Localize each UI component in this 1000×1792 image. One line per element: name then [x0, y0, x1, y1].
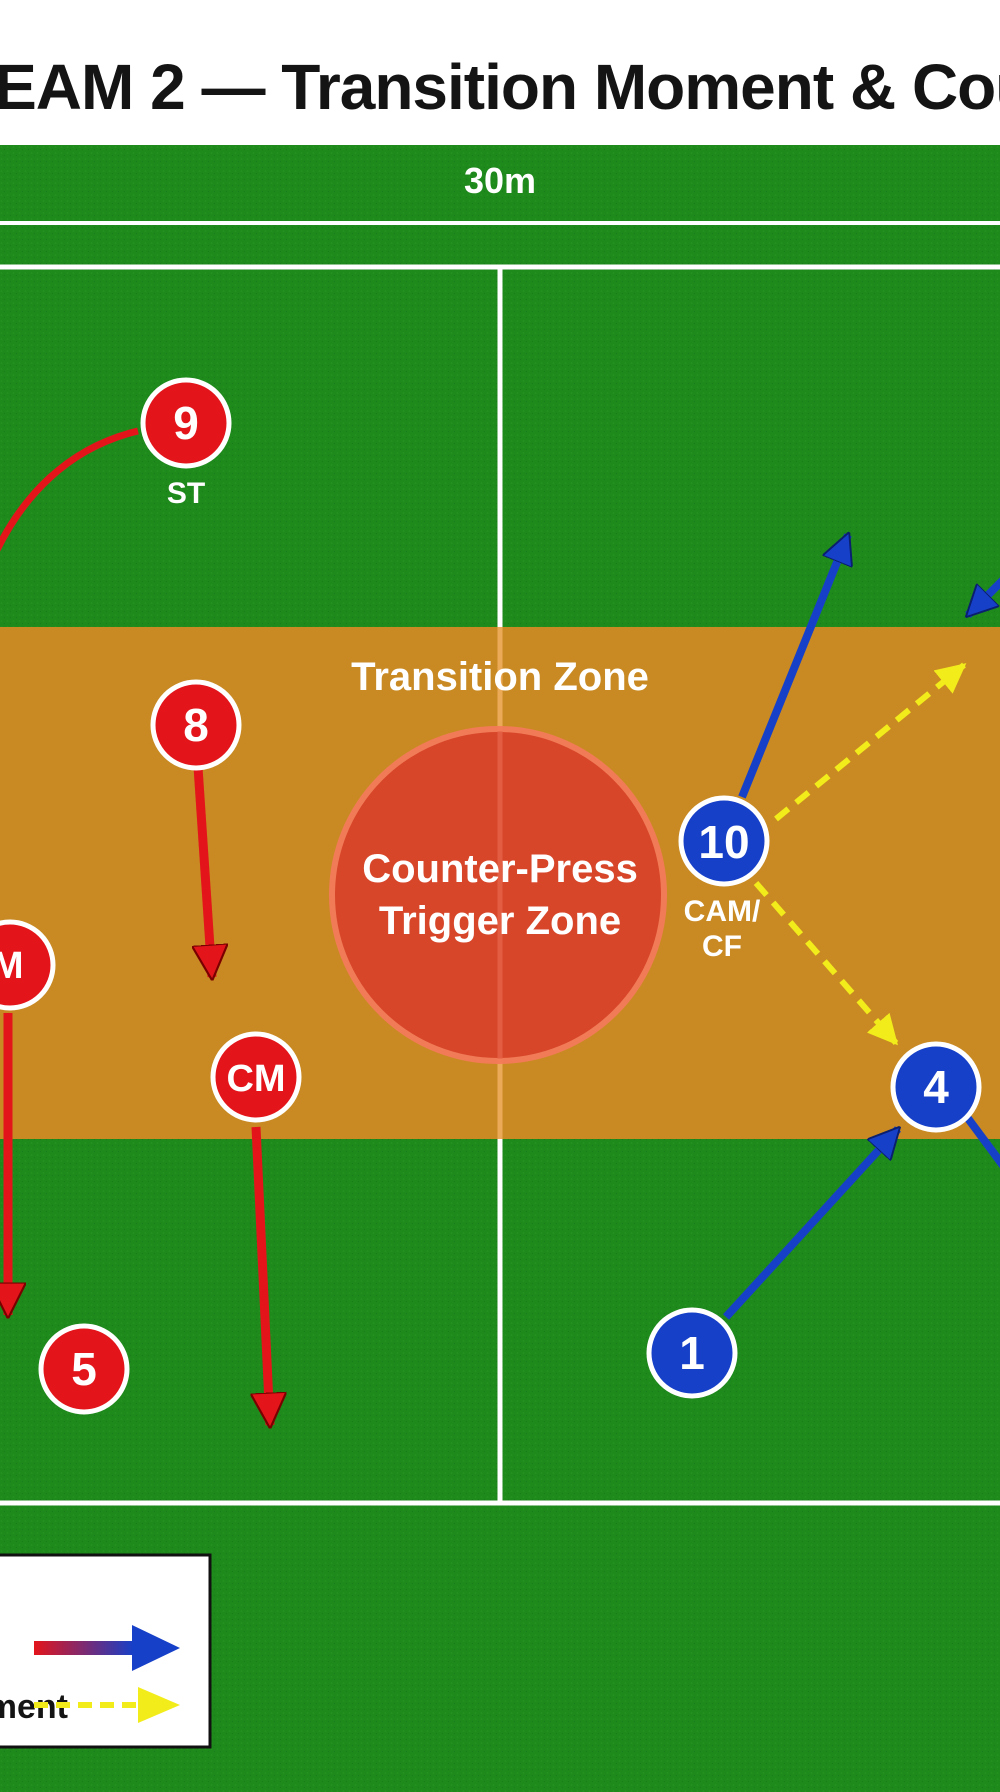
arrow-blue-offscreen-run: [968, 577, 1000, 615]
arrow-red-8-run: [198, 766, 212, 977]
player-red-8: 8: [150, 679, 242, 771]
legend-box: Ball Movement: [0, 1553, 212, 1749]
player-red-cm-left-label: CM: [0, 945, 24, 987]
player-red-cm-left: CM: [0, 919, 56, 1011]
player-red-5: 5: [38, 1323, 130, 1415]
player-blue-10: 10 CAM/ CF: [678, 795, 770, 963]
arrow-blue-10-run: [738, 535, 848, 799]
player-red-8-number: 8: [183, 699, 209, 751]
ball-pass-to-4: [753, 881, 899, 1046]
arrow-blue-1-run: [723, 1129, 898, 1320]
player-red-9: 9 ST: [140, 377, 232, 510]
pitch-diagram: 30m Transition Zone Counter-Press Trigge…: [0, 145, 1000, 1792]
title-bar: TEAM 2 — Transition Moment & Counter-Pre…: [0, 0, 1000, 145]
legend-ball-movement-arrowhead: [138, 1687, 180, 1723]
player-blue-1-number: 1: [679, 1327, 705, 1379]
trigger-zone-label-line2: Trigger Zone: [379, 899, 621, 943]
trigger-zone-label-line1: Counter-Press: [362, 847, 638, 891]
legend-player-run-swatch: [34, 1641, 134, 1655]
arrow-red-9-run: [0, 427, 139, 552]
dimension-label: 30m: [464, 160, 536, 201]
player-red-cm-label: CM: [226, 1058, 285, 1100]
transition-zone-label: Transition Zone: [351, 655, 649, 699]
player-blue-4-number: 4: [923, 1061, 949, 1113]
legend-player-run-arrowhead: [132, 1625, 180, 1671]
arrow-blue-4-run: [960, 1110, 1000, 1169]
player-red-cm: CM: [210, 1031, 302, 1123]
player-blue-10-number: 10: [698, 816, 749, 868]
player-blue-4: 4: [890, 1041, 982, 1133]
arrow-red-cm-run: [256, 1126, 270, 1425]
ball-pass-forward: [774, 662, 967, 822]
page-title: TEAM 2 — Transition Moment & Counter-Pre…: [0, 51, 1000, 123]
player-blue-1: 1: [646, 1307, 738, 1399]
player-red-9-role: ST: [167, 477, 205, 510]
player-red-5-number: 5: [71, 1343, 97, 1395]
player-blue-10-role-line2: CF: [702, 930, 742, 963]
player-blue-10-role-line1: CAM/: [684, 895, 761, 928]
player-red-9-number: 9: [173, 397, 199, 449]
